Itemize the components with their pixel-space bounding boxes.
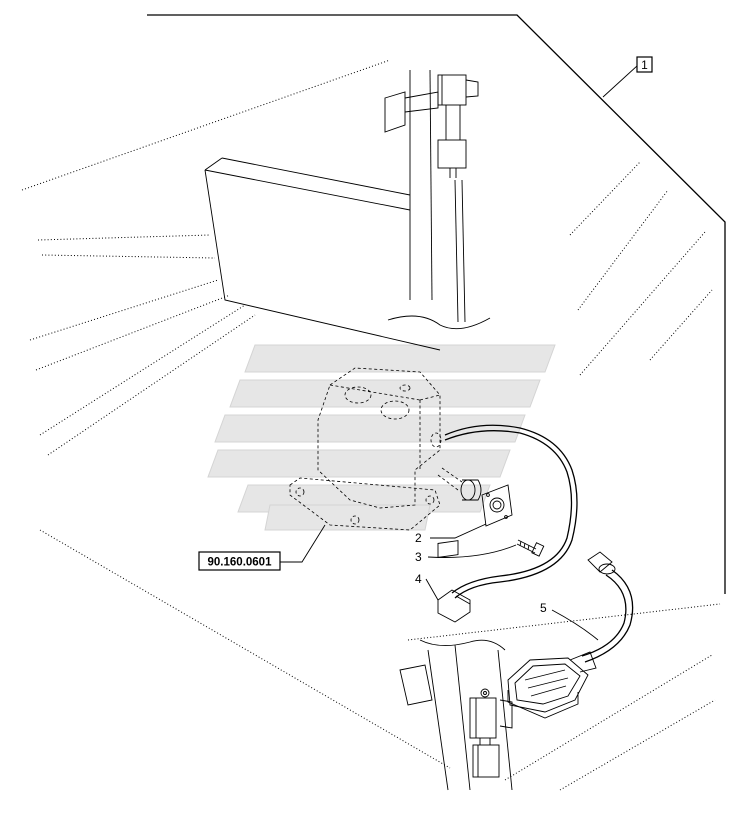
screw-item-3: [516, 539, 545, 557]
switch-item-2: [437, 467, 513, 527]
callout-assembly: 1: [636, 56, 653, 73]
callout-leaders: [280, 65, 638, 641]
control-housing: [289, 367, 442, 531]
reference-box: [198, 551, 281, 571]
upper-hinge: [384, 69, 491, 330]
callout-label-4: 4: [415, 572, 422, 586]
reference-code: 90.160.0601: [208, 557, 273, 569]
callout-label-1: 1: [641, 58, 648, 72]
callout-box: [636, 56, 653, 73]
cab-background-lines: [21, 59, 721, 791]
reference-callout: 90.160.0601: [198, 551, 281, 571]
lower-hinge: [399, 639, 513, 791]
callout-label-2: 2: [415, 531, 422, 545]
callout-label-5: 5: [540, 601, 547, 615]
assembly-outline: [147, 14, 726, 594]
callout-label-3: 3: [415, 550, 422, 564]
foot-pedal-item-5: [507, 551, 634, 719]
cable-item-4: [437, 424, 578, 623]
side-panel: [204, 157, 441, 351]
watermark-logo: [207, 344, 556, 531]
